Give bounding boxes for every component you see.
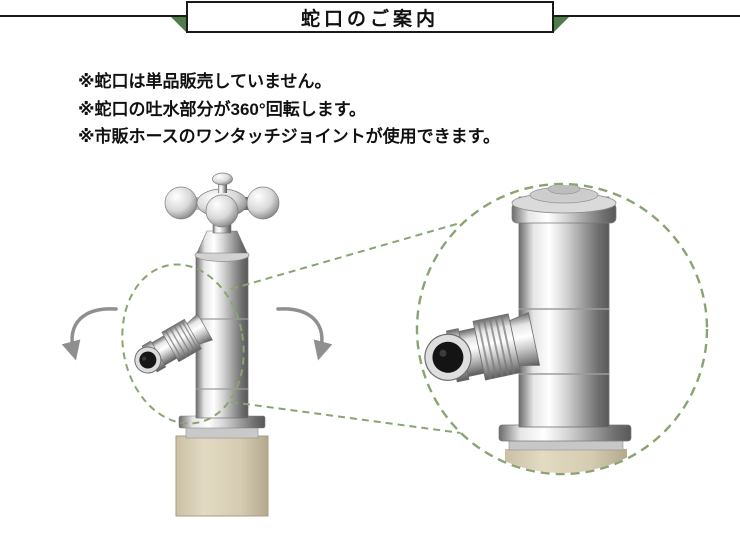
title-ribbon: 蛇口のご案内	[0, 0, 740, 48]
faucet-detail-graphic	[424, 184, 632, 473]
cross-handle	[164, 172, 280, 227]
ribbon-fold-right-icon	[554, 17, 569, 32]
faucet-graphic	[134, 172, 280, 517]
spout-opening	[139, 351, 157, 369]
base-tier	[185, 426, 259, 438]
callout-line-top	[230, 221, 461, 290]
spout-highlight-ellipse	[121, 263, 245, 425]
page-title: 蛇口のご案内	[186, 1, 554, 33]
note-item: ※市販ホースのワンタッチジョイントが使用できます。	[78, 127, 500, 147]
note-item: ※蛇口の吐水部分が360°回転します。	[78, 99, 366, 119]
rotation-arrow-right-icon	[276, 306, 333, 361]
faucet-spout	[134, 313, 213, 374]
notes-list: ※蛇口は単品販売していません。 ※蛇口の吐水部分が360°回転します。 ※市販ホ…	[78, 68, 740, 151]
note-item: ※蛇口は単品販売していません。	[78, 72, 332, 91]
detail-body	[518, 196, 610, 427]
detail-spout	[424, 311, 541, 382]
ribbon-fold-left-icon	[171, 17, 186, 32]
detail-spout-opening	[432, 341, 464, 373]
faucet-illustration	[61, 172, 709, 517]
rotation-arrow-left-icon	[61, 306, 118, 361]
mounting-post	[175, 435, 269, 517]
callout-line-bottom	[230, 400, 462, 434]
